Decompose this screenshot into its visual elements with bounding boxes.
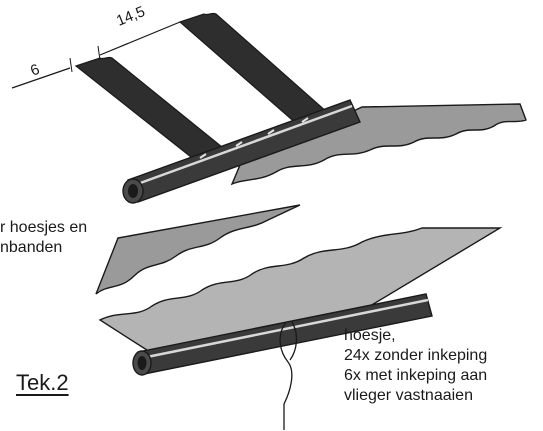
lower-tube-highlight [141,298,429,360]
upper-tube-highlight [131,104,353,188]
lower-tube-end-hole [137,356,147,370]
top-note-line2: nbanden [0,239,63,256]
bottom-note-line2: 24x zonder inkeping [344,347,488,364]
left-strap [74,56,240,173]
stitch-marks [199,117,309,159]
bottom-note-line1: hoesje, [344,327,396,344]
figure-label: Tek.2 [16,370,69,395]
upper-tube-end-hole [128,184,138,198]
dim-line-strap [11,67,71,89]
right-strap [178,12,338,133]
dim-tick-b [97,45,101,61]
dim-line-gap [99,21,181,56]
dim-tick-a [69,57,73,73]
lower-fabric-sheet [98,227,503,353]
bottom-note-line3: 6x met inkeping aan [344,367,488,384]
top-note-line1: r hoesjes en [0,219,88,236]
string-loop-inner [289,321,298,361]
bottom-note-line4: vlieger vastnaaien [344,387,473,404]
upper-fabric-flap [95,204,301,295]
string-loop [279,321,293,430]
upper-fabric-sheet [230,103,527,186]
